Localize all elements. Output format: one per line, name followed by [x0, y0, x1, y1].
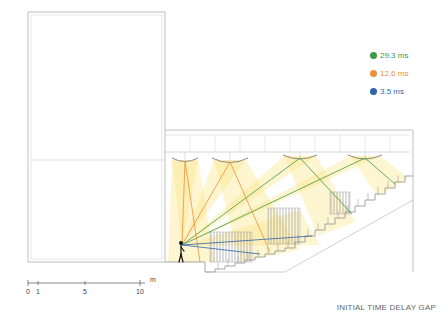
- legend-text: 12.6 ms: [380, 70, 408, 78]
- legend-dot: [370, 52, 377, 59]
- legend-text: 3.5 ms: [380, 88, 404, 96]
- scale-number: 5: [83, 288, 87, 295]
- scale-number: 0: [26, 288, 30, 295]
- scale-number: 1: [36, 288, 40, 295]
- scale-unit: m: [150, 276, 156, 283]
- legend-text: 29.3 ms: [380, 52, 408, 60]
- legend-dot: [370, 88, 377, 95]
- scale-number: 10: [136, 288, 144, 295]
- legend-dot: [370, 70, 377, 77]
- caption: INITIAL TIME DELAY GAP: [337, 304, 436, 312]
